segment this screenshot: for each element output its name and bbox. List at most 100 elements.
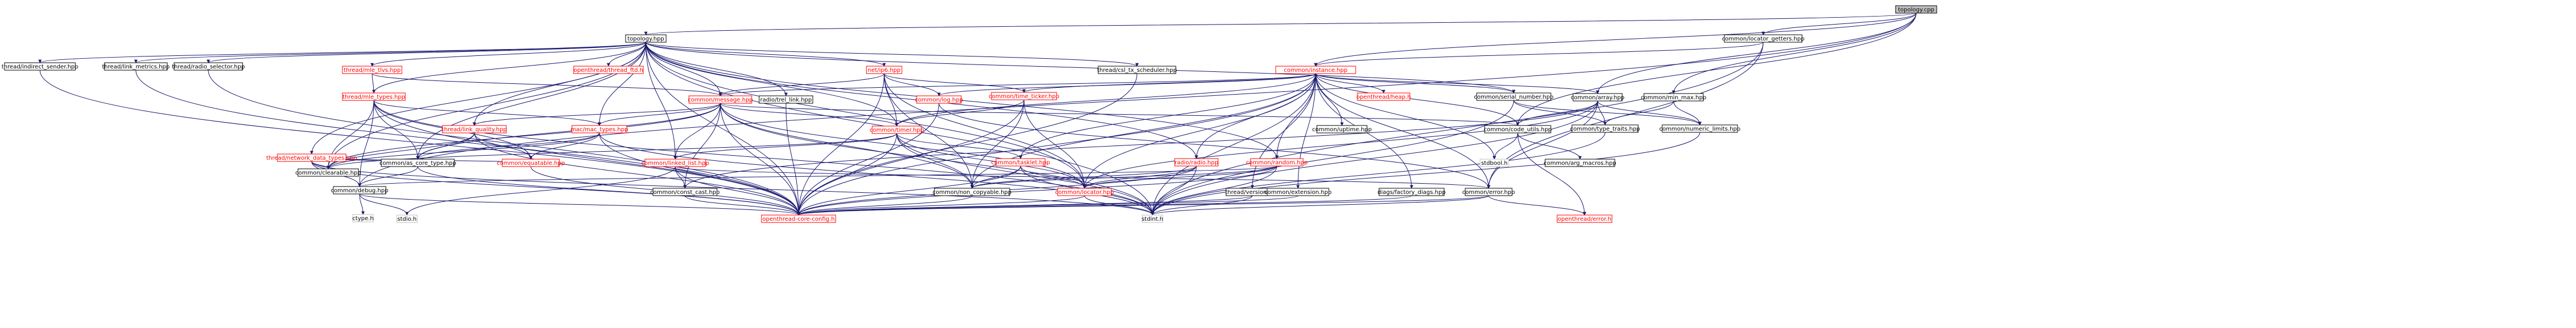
edge-instance-to-tasklet — [1019, 73, 1316, 159]
node-mle-types[interactable]: thread/mle_types.hpp — [342, 92, 406, 101]
node-label: thread/link_metrics.hpp — [102, 64, 170, 70]
node-random[interactable]: common/random.hpp — [1246, 158, 1308, 167]
node-instance[interactable]: common/instance.hpp — [1275, 66, 1356, 74]
node-ot-thread-ftd[interactable]: openthread/thread_ftd.h — [573, 66, 644, 74]
node-link-metrics[interactable]: thread/link_metrics.hpp — [102, 62, 170, 71]
node-link-quality[interactable]: thread/link_quality.hpp — [442, 125, 507, 133]
edge-topology_hpp-to-clearable — [326, 42, 646, 169]
node-box — [761, 214, 836, 223]
node-box — [991, 92, 1057, 100]
edge-tasklet-to-non_copyable — [970, 165, 1021, 189]
node-clearable[interactable]: common/clearable.hpp — [295, 168, 361, 177]
edge-message-to-clearable — [326, 103, 721, 169]
node-uptime[interactable]: common/uptime.hpp — [1312, 125, 1372, 133]
node-label: common/error.hpp — [1462, 189, 1515, 196]
node-label: stdio.h — [397, 216, 417, 222]
node-tasklet[interactable]: common/tasklet.hpp — [991, 158, 1050, 167]
dependency-edges — [38, 13, 1917, 216]
node-box — [1476, 92, 1551, 101]
node-extension[interactable]: common/extension.hpp — [1264, 188, 1332, 196]
node-label: common/time_ticker.hpp — [989, 94, 1059, 100]
node-const-cast[interactable]: common/const_cast.hpp — [650, 188, 720, 196]
node-box — [104, 62, 168, 71]
node-ot-error[interactable]: openthread/error.h — [1557, 214, 1612, 223]
edge-non_copyable-to-core_config — [797, 195, 973, 216]
node-code-utils[interactable]: common/code_utils.hpp — [1483, 125, 1552, 133]
edge-topology_hpp-to-linked_list — [646, 42, 677, 160]
node-label: common/min_max.hpp — [1641, 95, 1707, 101]
node-indirect-sender[interactable]: thread/indirect_sender.hpp — [2, 62, 78, 71]
edge-random-to-core_config — [797, 165, 1277, 216]
node-root: topology.cpp — [1895, 5, 1937, 14]
node-error[interactable]: common/error.hpp — [1462, 188, 1515, 196]
node-box — [277, 153, 346, 162]
node-box — [625, 34, 667, 43]
node-min-max[interactable]: common/min_max.hpp — [1641, 93, 1707, 102]
node-log[interactable]: common/log.hpp — [915, 95, 963, 104]
node-debug[interactable]: common/debug.hpp — [331, 186, 389, 195]
edge-netip6-to-locator — [884, 73, 1086, 189]
edge-type_traits-to-stdint — [1151, 132, 1606, 216]
edge-message-to-linked_list — [674, 103, 721, 160]
node-netip6[interactable]: net/ip6.hpp — [866, 66, 902, 74]
node-linked-list[interactable]: common/linked_list.hpp — [642, 159, 709, 167]
node-equatable[interactable]: common/equatable.hpp — [497, 159, 565, 167]
node-numeric-limits[interactable]: common/numeric_limits.hpp — [1659, 124, 1740, 133]
node-non-copyable[interactable]: common/non_copyable.hpp — [933, 188, 1011, 196]
node-mle-tlvs[interactable]: thread/mle_tlvs.hpp — [342, 66, 402, 74]
node-type-traits[interactable]: common/type_traits.hpp — [1570, 124, 1640, 133]
node-box — [442, 125, 507, 133]
node-label: common/array.hpp — [1571, 95, 1624, 101]
node-label: common/random.hpp — [1246, 160, 1308, 166]
node-as-core-type[interactable]: common/as_core_type.hpp — [380, 159, 456, 167]
node-label: thread/link_quality.hpp — [442, 127, 507, 133]
node-radio[interactable]: radio/radio.hpp — [1174, 158, 1219, 167]
node-serial-number[interactable]: common/serial_number.hpp — [1474, 92, 1554, 101]
edge-mle_types-to-as_core_type — [373, 100, 420, 160]
node-core-config[interactable]: openthread-core-config.h — [761, 214, 836, 223]
edge-as_core_type-to-core_config — [417, 166, 800, 216]
node-arg-macros[interactable]: common/arg_macros.hpp — [1543, 159, 1616, 167]
node-box — [333, 186, 386, 195]
edge-instance-to-code_utils — [1315, 73, 1519, 126]
edge-log-to-core_config — [797, 103, 940, 216]
node-box — [644, 159, 706, 167]
edge-mac_types-to-as_core_type — [416, 132, 600, 160]
node-box — [1142, 214, 1163, 223]
node-factory-diags[interactable]: diags/factory_diags.hpp — [1377, 188, 1446, 196]
edge-log-to-error — [938, 103, 1490, 189]
edge-version-to-core_config — [797, 195, 1253, 216]
node-timer[interactable]: common/timer.hpp — [870, 125, 924, 134]
node-topology-hpp[interactable]: topology.hpp — [625, 34, 667, 43]
edge-message-to-link_quality — [473, 103, 721, 126]
edge-root-to-instance — [1314, 13, 1917, 67]
node-label: common/code_utils.hpp — [1483, 127, 1551, 133]
node-network-data-types[interactable]: thread/network_data_types.hpp — [266, 153, 357, 162]
node-message[interactable]: common/message.hpp — [688, 95, 753, 104]
node-radio-selector[interactable]: thread/radio_selector.hpp — [172, 62, 245, 71]
node-mac-types[interactable]: mac/mac_types.hpp — [571, 125, 628, 133]
edge-link_quality-to-as_core_type — [416, 132, 475, 160]
node-time-ticker[interactable]: common/time_ticker.hpp — [989, 92, 1059, 100]
node-label: common/arg_macros.hpp — [1543, 160, 1616, 167]
node-ot-heap[interactable]: openthread/heap.h — [1356, 92, 1411, 101]
node-trel-link[interactable]: radio/trel_link.hpp — [759, 95, 813, 104]
edge-root-to-min_max — [1672, 13, 1917, 94]
node-locator[interactable]: common/locator.hpp — [1055, 188, 1114, 196]
edge-netip6-to-log — [884, 73, 941, 96]
node-locator-getters[interactable]: common/locator_getters.hpp — [1722, 34, 1805, 43]
node-box — [4, 62, 76, 71]
edge-extension-to-core_config — [797, 195, 1299, 216]
edge-numeric_limits-to-stdint — [1151, 132, 1700, 216]
node-csl-tx-scheduler[interactable]: thread/csl_tx_scheduler.hpp — [1097, 66, 1177, 74]
file-nodes: topology.cpp topology.hpp common/instance.… — [2, 5, 1937, 223]
node-box — [1557, 214, 1612, 223]
node-array[interactable]: common/array.hpp — [1571, 93, 1624, 102]
edge-message-to-core_config — [720, 103, 800, 216]
node-label: stdbool.h — [1481, 160, 1507, 167]
node-label: common/message.hpp — [688, 97, 753, 103]
node-label: stdint.h — [1142, 216, 1163, 222]
edge-instance-to-stdbool — [1315, 73, 1496, 160]
node-box — [573, 66, 644, 74]
edge-network_data_types-to-stdint — [311, 161, 1154, 216]
